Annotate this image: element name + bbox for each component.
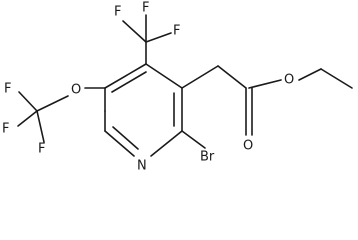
atom-f-top-left: F [114,5,121,20]
ethyl-acetate-chain [181,65,353,136]
atom-o-ether: O [71,83,81,98]
trifluoromethyl-top [122,14,172,65]
atom-o-ester: O [284,73,294,88]
pyridine-ring [104,63,183,157]
atom-br: Br [200,150,215,165]
atom-n-ring: N [137,159,147,174]
atom-o-carbonyl: O [243,139,253,154]
trifluoromethoxy-group [17,87,106,143]
bromine-substituent [181,130,206,149]
atom-f-left-top: F [4,82,11,97]
atom-f-left-bottom: F [38,142,45,157]
atom-f-top-right: F [173,24,180,39]
chemical-structure: F F F O F F F O O N Br [2,1,353,174]
atom-f-left-middle: F [2,122,9,137]
atom-f-top-center: F [142,1,149,16]
